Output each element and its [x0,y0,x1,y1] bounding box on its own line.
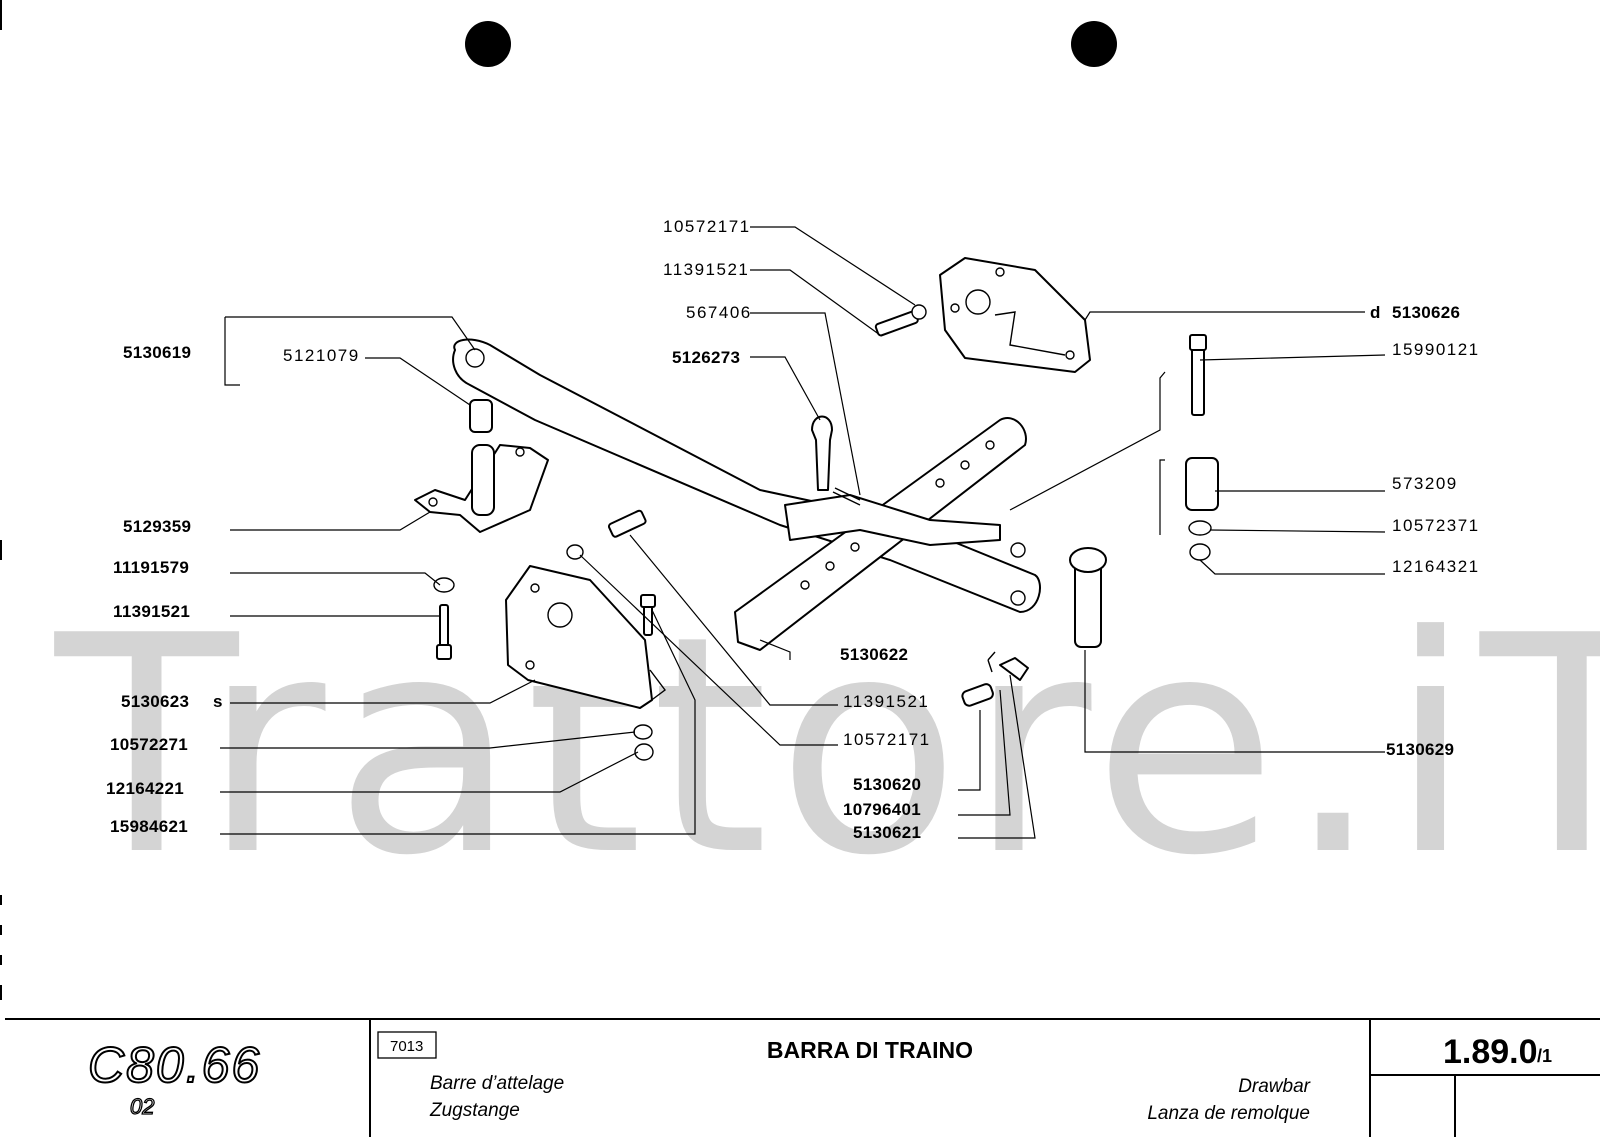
part-label-5130622: 5130622 [840,645,908,664]
part-label-5130623: 5130623 [121,692,189,711]
bracket-left-part [505,565,666,709]
part-label-10572271: 10572271 [110,735,188,754]
title-block: C80.66 02 7013 BARRA DI TRAINO Barre d’a… [5,1018,1600,1137]
part-label-573209: 573209 [1392,474,1458,493]
part-label-11391521-mid: 11391521 [843,692,929,711]
bushing-part [469,399,493,433]
punch-hole-right [1071,21,1117,67]
part-label-5130621: 5130621 [853,823,921,842]
fastener-parts [433,304,1219,761]
title-italian: BARRA DI TRAINO [767,1037,973,1063]
part-label-11391521-top: 11391521 [663,260,749,279]
part-label-5121079: 5121079 [283,346,360,365]
watermark-text: Trattore.iT [50,572,1600,921]
title-spanish: Lanza de remolque [1147,1103,1310,1124]
part-label-12164221: 12164221 [106,779,184,798]
part-label-5130623-suffix: s [213,692,223,711]
part-label-5130626-prefix: d [1370,303,1381,322]
part-label-5130629: 5130629 [1386,740,1454,759]
part-number-labels: 10572171 11391521 567406 5126273 d 51306… [106,217,1480,842]
part-label-10572171-mid: 10572171 [843,730,931,749]
part-label-10572171-top: 10572171 [663,217,751,236]
punch-hole-left [465,21,511,67]
part-label-15990121: 15990121 [1392,340,1480,359]
model-logo: C80.66 [88,1037,261,1093]
part-label-567406: 567406 [686,303,752,322]
part-label-11191579: 11191579 [113,558,189,577]
part-label-12164321: 12164321 [1392,557,1480,576]
part-label-11391521-left: 11391521 [113,602,190,621]
part-label-10796401: 10796401 [843,800,921,819]
part-label-5126273: 5126273 [672,348,740,367]
title-german: Zugstange [429,1100,520,1121]
part-label-15984621: 15984621 [110,817,188,836]
sheet-number: 1.89.0 [1443,1033,1538,1071]
group-code: 7013 [390,1038,423,1055]
part-label-5129359: 5129359 [123,517,191,536]
sheet-suffix: /1 [1537,1046,1552,1066]
leader-lines [220,226,1386,839]
part-label-5130626: 5130626 [1392,303,1460,322]
group-code-box [377,1031,437,1059]
part-label-5130619: 5130619 [123,343,191,362]
model-variant: 02 [130,1094,154,1119]
part-label-10572371: 10572371 [1392,516,1480,535]
clamp-strap-part [784,494,1001,546]
bracket-right-part [939,257,1091,373]
title-english: Drawbar [1238,1076,1310,1097]
base-plate-part [414,444,549,533]
title-french: Barre d’attelage [430,1073,564,1094]
part-label-5130620: 5130620 [853,775,921,794]
